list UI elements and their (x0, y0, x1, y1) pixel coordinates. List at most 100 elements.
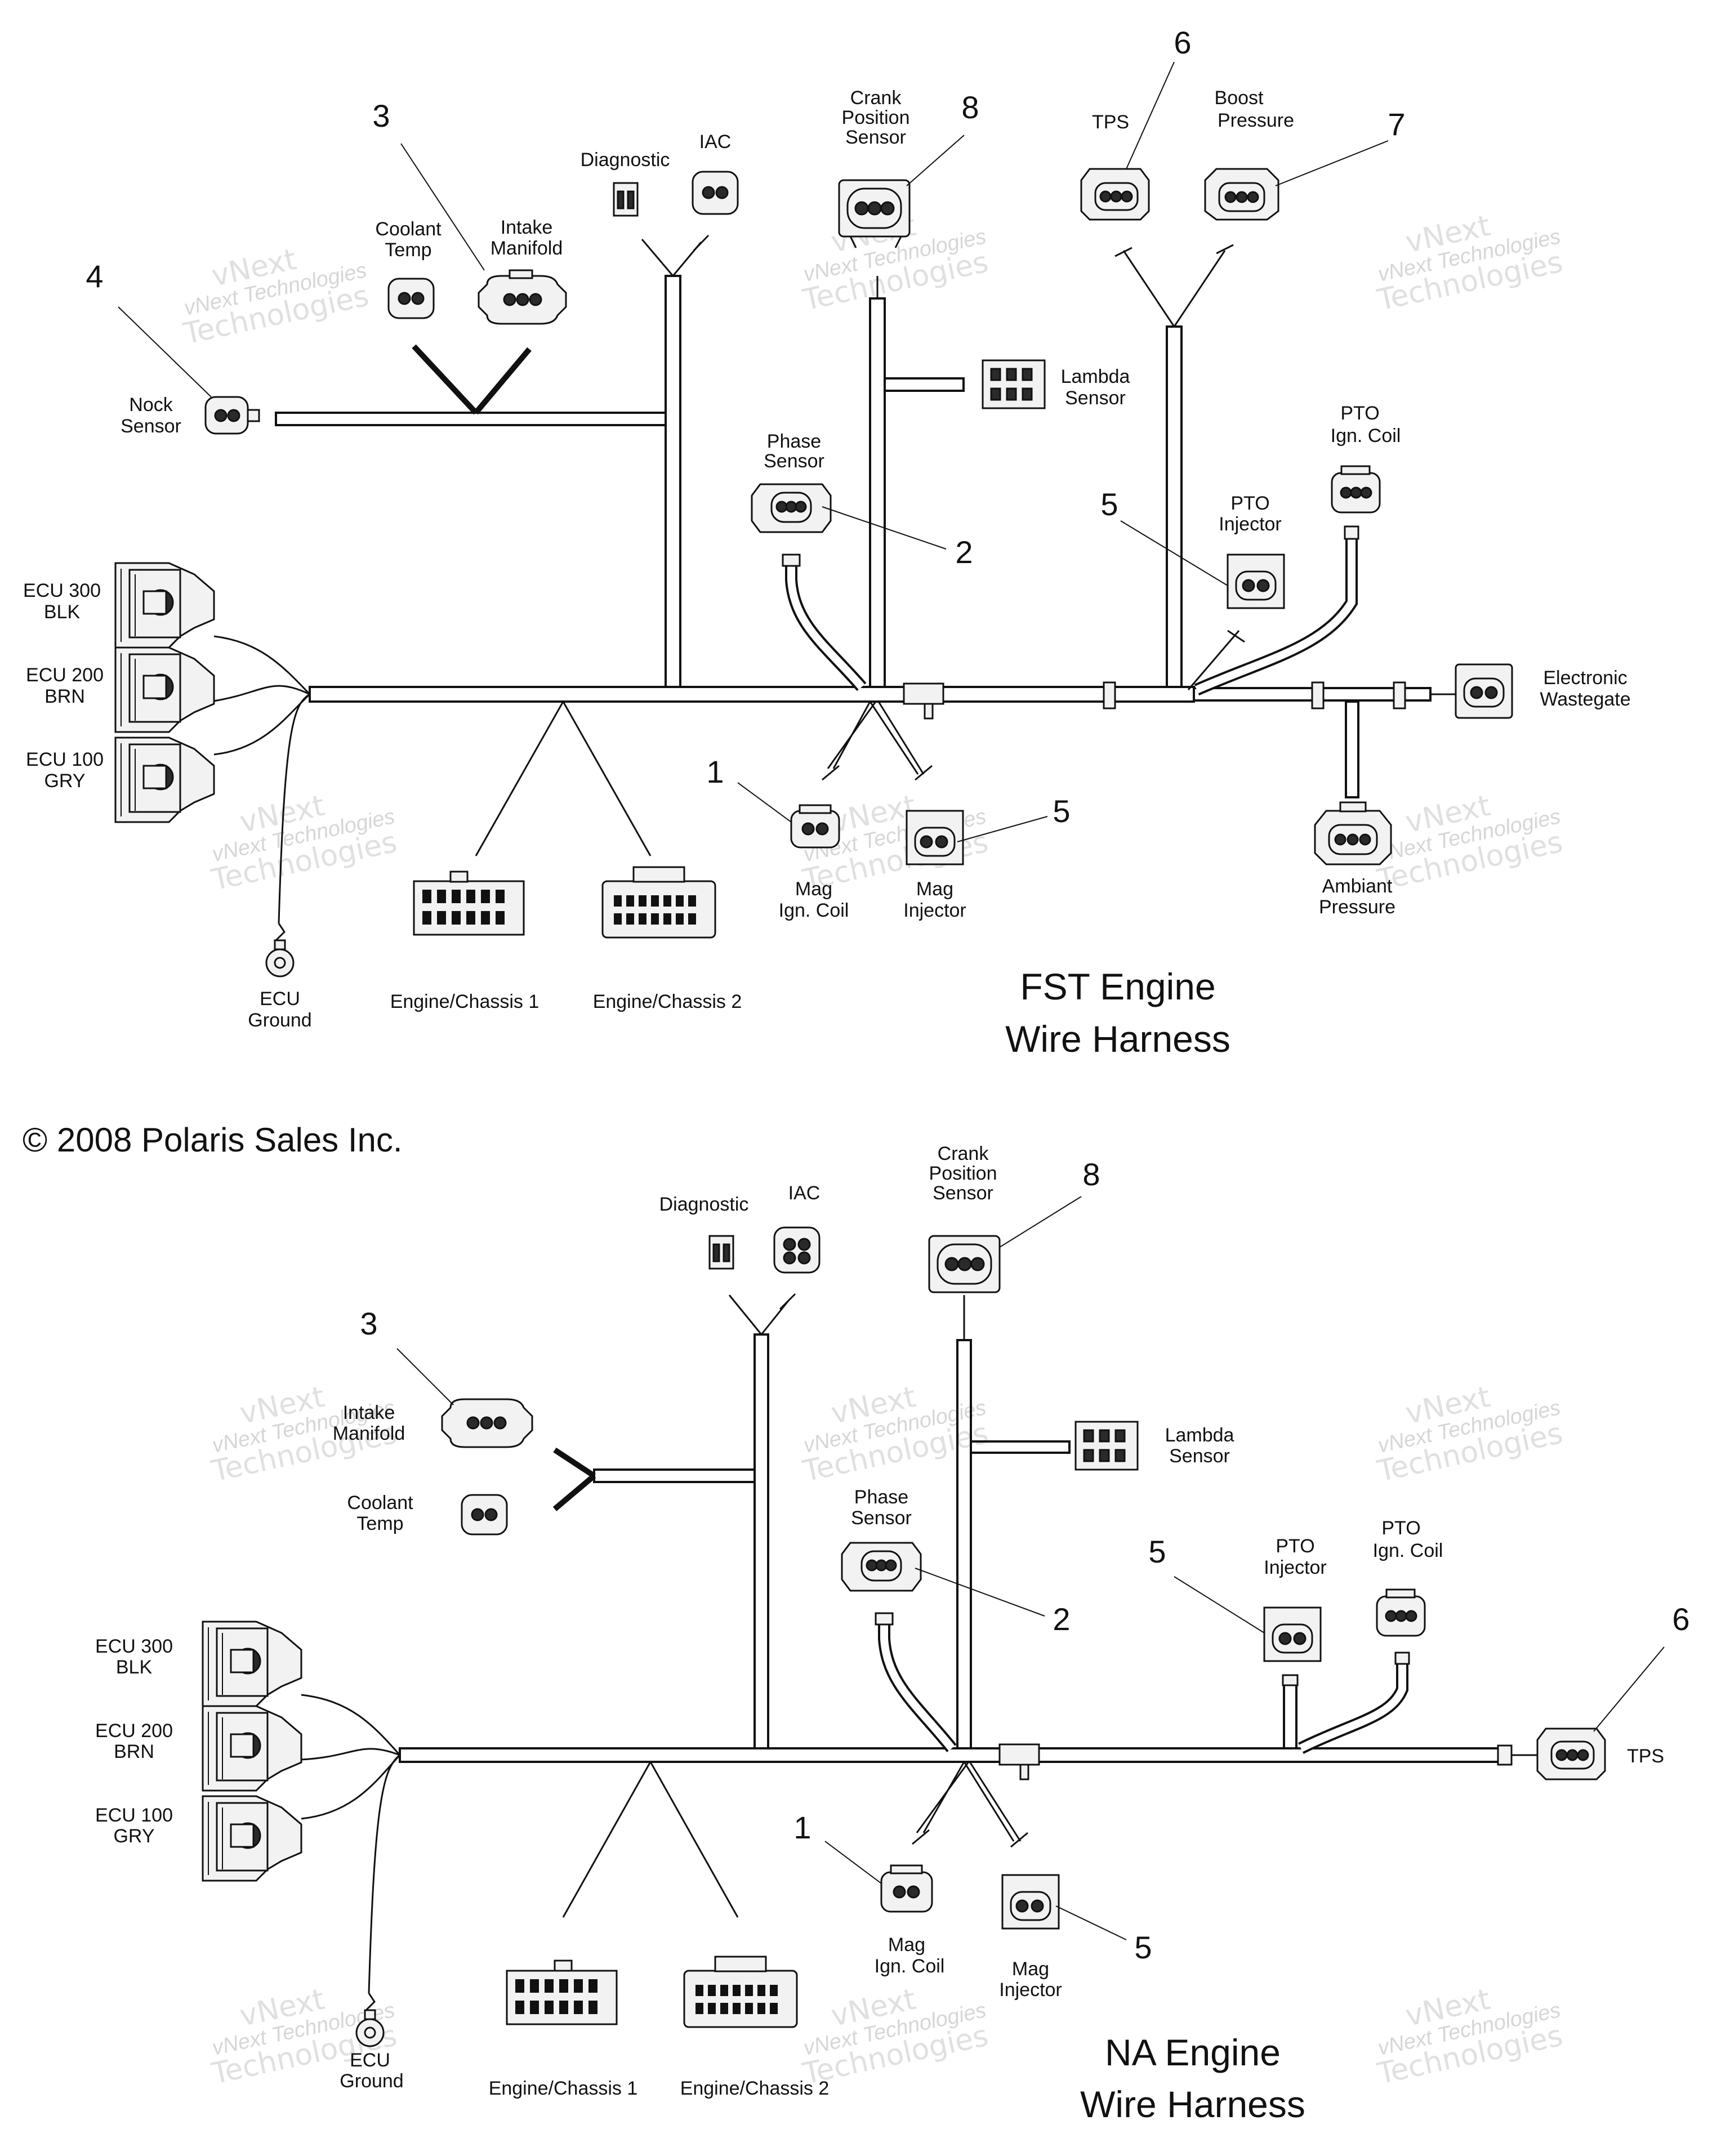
fst-leader-1 (737, 782, 792, 823)
na-phase-label-2: Sensor (851, 1507, 912, 1529)
fst-leader-4 (118, 306, 212, 398)
na-lambda-sensor-connector (1074, 1421, 1139, 1471)
na-intake-coolant-wires (552, 1447, 596, 1511)
fst-nock-sensor-connector (204, 396, 260, 435)
na-ecu300-color-label: BLK (116, 1657, 153, 1678)
na-pto-coil-label: PTO (1381, 1517, 1420, 1539)
na-ecu200-connector (202, 1705, 302, 1792)
na-trunk-end (1497, 1744, 1513, 1766)
fst-phase-branch-fill (787, 563, 865, 690)
na-leader-1 (824, 1841, 882, 1884)
fst-pto-coil-branch-fill (1195, 535, 1356, 694)
na-coolant-temp-connector (461, 1494, 508, 1535)
fst-ecu200-connector (114, 646, 215, 733)
fst-pto-inj-tick (1227, 630, 1245, 643)
na-leader-3 (396, 1348, 454, 1405)
fst-wastegate-label: Electronic (1543, 667, 1627, 689)
fst-leader-3 (400, 143, 485, 271)
fst-pto-coil-label: PTO (1340, 403, 1379, 424)
na-ecu300-wire (301, 1694, 401, 1756)
fst-coolant-label: Coolant (375, 218, 442, 240)
na-coolant-label: Coolant (347, 1492, 413, 1514)
fst-phase-grommet (782, 553, 801, 567)
na-pto-inj-label-2: Injector (1264, 1557, 1327, 1578)
na-callout-5a: 5 (1148, 1534, 1166, 1569)
fst-ecu300-wire (213, 635, 311, 695)
fst-boost-label: Boost (1215, 87, 1264, 109)
na-crank-sensor-connector (928, 1235, 1001, 1293)
fst-boost-pressure-connector (1204, 168, 1279, 221)
na-ecu-ground-label: ECU (350, 2050, 390, 2071)
fst-coolant-label-2: Temp (385, 239, 431, 261)
na-chassis-wires (562, 1761, 739, 1918)
fst-tps-ticks (1114, 244, 1234, 257)
na-pto-coil-connector (1376, 1588, 1426, 1637)
na-title: NA Engine (1105, 2032, 1281, 2073)
na-callout-1: 1 (793, 1810, 811, 1845)
fst-title: FST Engine (1020, 966, 1215, 1007)
fst-leader-8 (906, 135, 965, 186)
fst-mag-coil-connector (790, 804, 840, 849)
na-lambda-label: Lambda (1165, 1425, 1234, 1446)
na-mag-injector-connector (1001, 1874, 1060, 1930)
na-intake-label-2: Manifold (333, 1423, 405, 1444)
fst-diagnostic-label: Diagnostic (581, 149, 670, 171)
na-pto-coil-grommet (1394, 1651, 1410, 1665)
na-coolant-label-2: Temp (356, 1513, 403, 1534)
na-diagnostic-label: Diagnostic (659, 1194, 749, 1215)
na-diag-tick (779, 1293, 796, 1310)
fst-callout-2: 2 (955, 534, 973, 570)
fst-pto-inj-label: PTO (1230, 493, 1269, 514)
na-mag-coil-connector (880, 1864, 933, 1913)
watermark: vNext vNext Technologies Technologies (1374, 789, 1566, 898)
na-intake-label: Intake (343, 1402, 395, 1423)
fst-trunk-clip (903, 682, 944, 705)
fst-coolant-intake-wires (412, 344, 532, 415)
fst-tps-wires (1122, 250, 1226, 327)
na-ground-wire (368, 1754, 400, 1994)
fst-mag-wires-2 (827, 701, 925, 775)
fst-engine-chassis-2-label: Engine/Chassis 2 (593, 991, 742, 1012)
fst-callout-8: 8 (961, 90, 979, 125)
fst-mag-inj-label-2: Injector (903, 900, 966, 921)
na-ecu300-connector (202, 1621, 302, 1707)
fst-ecu200-color-label: BRN (44, 686, 85, 707)
na-callout-2: 2 (1053, 1601, 1070, 1637)
fst-phase-label: Phase (767, 431, 821, 452)
na-iac-connector (773, 1226, 821, 1274)
fst-wastegate-connector (1455, 663, 1513, 719)
na-mag-coil-label: Mag (888, 1934, 925, 1956)
watermark: vNext vNext Technologies Technologies (1374, 209, 1566, 318)
fst-pto-inj-wire (1187, 630, 1240, 690)
fst-boost-label-2: Pressure (1218, 110, 1294, 131)
fst-trunk-clip-2 (1103, 681, 1116, 709)
fst-intake-label: Intake (501, 217, 553, 238)
na-ecu100-color-label: GRY (113, 1825, 154, 1847)
fst-mag-coil-label-2: Ign. Coil (779, 900, 849, 921)
na-pto-inj-label: PTO (1276, 1535, 1314, 1557)
fst-leader-5b (957, 816, 1048, 842)
fst-trunk-clip-4 (1393, 681, 1406, 709)
fst-engine-chassis-1-connector (413, 871, 525, 936)
watermark: vNext vNext Technologies Technologies (1374, 1983, 1566, 2091)
fst-ecu-ground-terminal (265, 923, 295, 977)
na-phase-sensor-connector (841, 1542, 922, 1592)
fst-lambda-label: Lambda (1061, 366, 1130, 387)
watermark: vNext vNext Technologies Technologies (800, 1983, 991, 2091)
na-trunk-clip-tab (1019, 1764, 1029, 1780)
fst-leader-2 (822, 506, 947, 550)
na-tps-label: TPS (1627, 1746, 1664, 1767)
fst-ecu-ground-label-2: Ground (248, 1010, 311, 1031)
fst-main-trunk (309, 686, 1195, 703)
na-intake-branch (593, 1468, 756, 1483)
fst-pto-inj-label-2: Injector (1219, 514, 1282, 535)
fst-tps-connector (1080, 168, 1150, 221)
fst-pto-coil-grommet (1344, 525, 1359, 540)
fst-ambient-label-2: Pressure (1319, 896, 1395, 918)
na-harness: ECU 300 BLK ECU 200 BRN ECU 100 GRY ECU … (95, 1143, 1690, 2125)
fst-callout-5b: 5 (1053, 793, 1070, 829)
fst-trunk-clip-3 (1311, 681, 1325, 709)
na-diag-wires (728, 1295, 790, 1335)
na-phase-grommet (875, 1612, 894, 1626)
